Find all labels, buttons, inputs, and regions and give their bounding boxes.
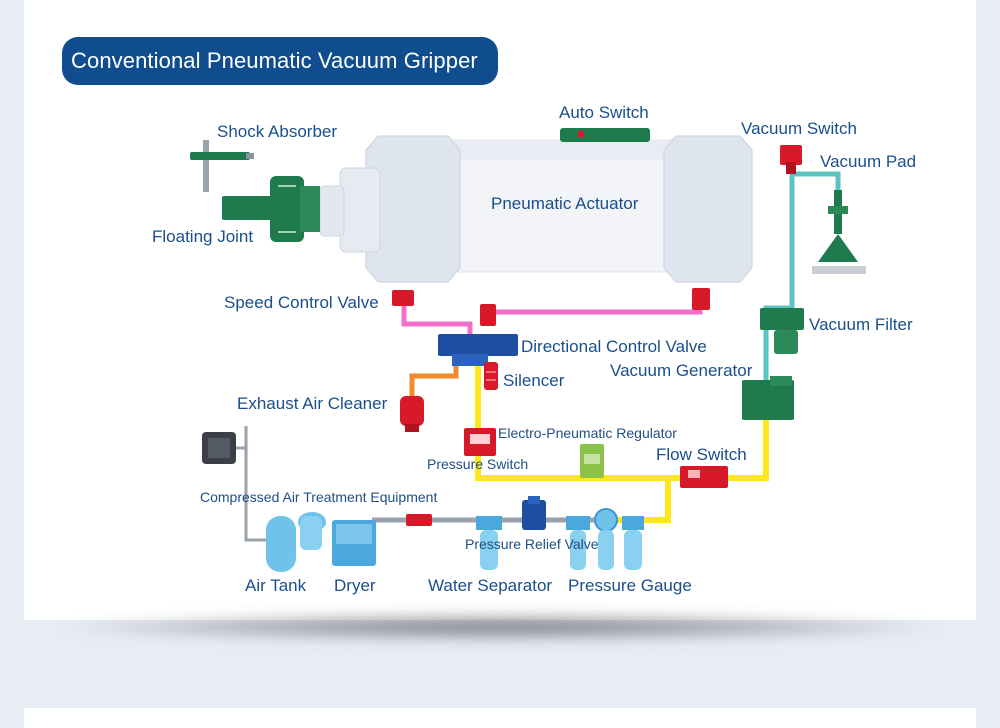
- label-flow-switch: Flow Switch: [656, 445, 747, 464]
- directional-control-valve: [438, 334, 518, 366]
- card-shadow: [60, 612, 940, 642]
- label-pressure-relief-valve: Pressure Relief Valve: [465, 536, 599, 552]
- floating-joint: [222, 176, 320, 242]
- diagram-title: Conventional Pneumatic Vacuum Gripper: [62, 37, 498, 85]
- shock-absorber: [190, 140, 254, 192]
- auto-switch: [560, 128, 650, 142]
- label-vacuum-generator: Vacuum Generator: [610, 361, 753, 380]
- vacuum-pad: [812, 190, 866, 274]
- pressure-gauge: [566, 508, 644, 570]
- dryer: [332, 520, 376, 566]
- label-shock-absorber: Shock Absorber: [217, 122, 338, 141]
- label-dryer: Dryer: [334, 576, 376, 595]
- exhaust-air-cleaner: [400, 396, 424, 432]
- pressure-relief-valve: [522, 496, 546, 530]
- pneumatic-actuator: [319, 135, 753, 283]
- water-separator: [476, 516, 502, 570]
- label-electro-pneumatic-regulator: Electro-Pneumatic Regulator: [498, 425, 677, 441]
- label-water-separator: Water Separator: [428, 576, 553, 595]
- pressure-switch: [464, 428, 496, 456]
- label-speed-control-valve: Speed Control Valve: [224, 293, 379, 312]
- silencer: [484, 362, 498, 390]
- air-tank: [266, 512, 326, 572]
- label-air-tank: Air Tank: [245, 576, 307, 595]
- label-directional-control-valve: Directional Control Valve: [521, 337, 707, 356]
- label-floating-joint: Floating Joint: [152, 227, 254, 246]
- label-silencer: Silencer: [503, 371, 565, 390]
- vacuum-filter: [760, 308, 804, 354]
- label-pneumatic-actuator: Pneumatic Actuator: [491, 194, 639, 213]
- label-pressure-gauge: Pressure Gauge: [568, 576, 692, 595]
- inline-fitting: [406, 514, 432, 526]
- vacuum-generator: [742, 376, 794, 420]
- label-vacuum-pad: Vacuum Pad: [820, 152, 917, 171]
- flow-switch: [680, 466, 728, 488]
- electro-pneumatic-regulator: [580, 444, 604, 478]
- speed-control-valve: [392, 288, 710, 326]
- label-vacuum-switch: Vacuum Switch: [741, 119, 857, 138]
- label-vacuum-filter: Vacuum Filter: [809, 315, 913, 334]
- label-compressed-air-treatment-equipment: Compressed Air Treatment Equipment: [200, 489, 438, 505]
- label-exhaust-air-cleaner: Exhaust Air Cleaner: [237, 394, 388, 413]
- vacuum-switch: [780, 145, 802, 174]
- compressor: [202, 432, 236, 464]
- label-pressure-switch: Pressure Switch: [427, 456, 529, 472]
- label-auto-switch: Auto Switch: [559, 103, 649, 122]
